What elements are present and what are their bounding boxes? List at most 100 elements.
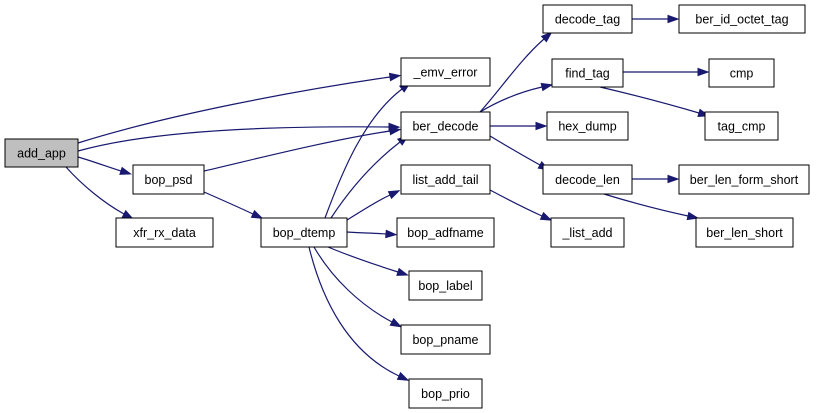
edge-bop-dtemp-to-bop-label [327,246,409,276]
node-label: bop_adfname [407,226,484,240]
node-hex-dump[interactable]: hex_dump [546,111,629,141]
edge-arrowhead [686,211,700,221]
edge-line [77,126,390,152]
edge-arrowhead [535,121,548,131]
node-list-add[interactable]: _list_add [550,217,625,248]
edge-arrowhead [697,67,710,77]
node-box[interactable] [115,217,214,248]
node-box[interactable] [542,4,633,34]
edge-bop-psd-to-bop-dtemp [203,191,264,219]
edge-arrowhead [396,267,409,276]
edge-bop-dtemp-to-bop-adfname [346,229,398,239]
edge-find-tag-to-cmp [623,67,710,77]
edge-arrowhead [250,209,264,219]
node-box[interactable] [551,58,624,88]
edge-add-app-to-xfr-rx-data [65,166,135,220]
edge-add-app-to-bop-psd [77,156,133,175]
node-bop-psd[interactable]: bop_psd [132,164,205,195]
node-label: find_tag [565,67,610,81]
edge-add-app-to-emv-error [77,72,402,144]
edge-arrowhead [388,126,402,136]
node-bop-prio[interactable]: bop_prio [408,378,483,409]
node-find-tag[interactable]: find_tag [551,58,624,88]
node-xfr-rx-data[interactable]: xfr_rx_data [115,217,214,248]
node-box[interactable] [400,324,491,355]
node-bop-adfname[interactable]: bop_adfname [396,217,495,248]
node-label: _list_add [561,226,612,240]
node-label: tag_cmp [718,120,766,134]
node-box[interactable] [400,111,491,141]
node-label: bop_dtemp [273,226,336,240]
edge-ber-decode-to-find-tag [479,82,554,113]
node-label: decode_len [555,173,620,187]
edge-line [324,88,403,219]
edge-arrowhead [389,317,403,328]
node-label: bop_psd [145,173,193,187]
node-label: ber_decode [412,120,478,134]
node-box[interactable] [678,164,810,195]
edge-line [346,231,387,235]
node-cmp[interactable]: cmp [708,58,775,88]
node-box[interactable] [260,217,348,248]
edge-bop-dtemp-to-bop-pname [313,246,403,328]
edge-decode-len-to-ber-len-short [603,193,700,221]
edge-line [330,141,401,219]
node-label: ber_len_short [706,226,783,240]
node-label: _emv_error [413,66,478,80]
edge-bop-dtemp-to-emv-error [324,82,412,219]
node-ber-decode[interactable]: ber_decode [400,111,491,141]
node-box[interactable] [550,217,625,248]
edge-line [203,130,391,172]
edge-line [313,246,393,323]
edge-line [603,193,689,217]
node-decode-len[interactable]: decode_len [542,164,633,195]
node-box[interactable] [4,138,79,168]
node-bop-pname[interactable]: bop_pname [400,324,491,355]
edge-decode-tag-to-ber-id-octet-tag [632,14,680,24]
node-add-app[interactable]: add_app [4,138,79,168]
node-label: ber_id_octet_tag [695,13,788,27]
edge-add-app-to-ber-decode [77,122,401,152]
edge-line [65,166,125,215]
node-label: xfr_rx_data [133,226,196,240]
node-tag-cmp[interactable]: tag_cmp [704,111,779,141]
nodes-layer: add_app _emv_error ber_decode bop_psd xfr_rx… [4,4,810,409]
node-box[interactable] [678,4,806,34]
node-box[interactable] [704,111,779,141]
node-ber-len-form-short[interactable]: ber_len_form_short [678,164,810,195]
node-box[interactable] [132,164,205,195]
edge-arrowhead [667,174,680,184]
edge-arrowhead [539,211,553,221]
node-box[interactable] [396,217,495,248]
node-box[interactable] [546,111,629,141]
edge-ber-decode-to-decode-tag [479,31,553,113]
edges-layer [65,14,711,381]
edge-arrowhead [540,82,554,92]
node-emv-error[interactable]: _emv_error [400,57,491,87]
node-box[interactable] [542,164,633,195]
node-list-add-tail[interactable]: list_add_tail [400,164,491,195]
node-box[interactable] [695,217,794,248]
edge-ber-decode-to-hex-dump [490,121,548,131]
edge-ber-decode-to-decode-len [489,135,551,171]
edge-arrowhead [667,14,680,24]
node-bop-dtemp[interactable]: bop_dtemp [260,217,348,248]
edge-arrowhead [385,229,398,239]
node-label: add_app [17,147,66,161]
node-box[interactable] [400,57,491,87]
node-ber-id-octet-tag[interactable]: ber_id_octet_tag [678,4,806,34]
edge-arrowhead [388,72,402,82]
node-decode-tag[interactable]: decode_tag [542,4,633,34]
edge-list-add-tail-to-list-add [489,189,553,221]
node-bop-label[interactable]: bop_label [408,270,483,301]
node-box[interactable] [708,58,775,88]
node-box[interactable] [408,378,483,409]
edge-line [203,191,254,215]
node-ber-len-short[interactable]: ber_len_short [695,217,794,248]
node-label: ber_len_form_short [690,173,799,187]
node-box[interactable] [400,164,491,195]
edge-arrowhead [119,166,133,175]
node-box[interactable] [408,270,483,301]
edge-arrowhead [387,190,401,200]
